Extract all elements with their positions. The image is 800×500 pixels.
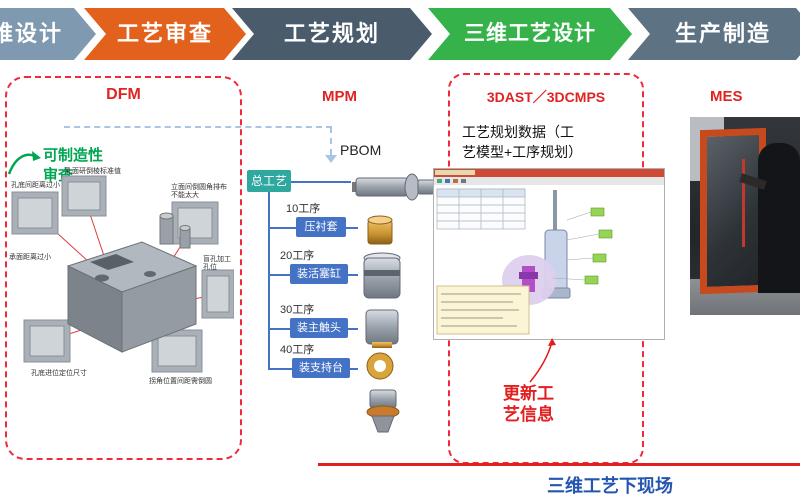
part-assembly-graphic [352, 173, 435, 201]
step-seq-label: 40工序 [280, 344, 315, 356]
manufacturability-note-line1: 可制造性 [43, 147, 104, 164]
step-node: 压衬套 [296, 217, 346, 237]
footer-caption: 三维工艺下现场 [547, 476, 673, 496]
mold-drawing [11, 175, 234, 373]
banner-step-process-review: 工艺审查 [84, 8, 246, 60]
exploded-parts-graphic [352, 173, 435, 433]
cad-screenshot-graphic [433, 168, 665, 340]
step-seq-label: 10工序 [286, 203, 321, 215]
step-part-connector [348, 328, 358, 330]
part-support-graphic [366, 389, 400, 433]
process-tree-branch [268, 274, 290, 276]
banner-step-production: 生产制造 [628, 8, 800, 60]
step-part-connector [346, 227, 358, 229]
dfm-annotation: 乳面研倒棱标准值 [65, 168, 121, 175]
part-ring-graphic [366, 352, 394, 380]
root-part-connector [291, 181, 351, 183]
update-process-info-note: 更新工艺信息 [503, 384, 554, 425]
dfm-annotation: 立面间倒圆角排布不能太大 [171, 184, 227, 200]
process-root-node: 总工艺 [247, 170, 291, 192]
dfm-title: DFM [106, 86, 141, 103]
banner-step-process-planning: 工艺规划 [232, 8, 432, 60]
photo-orange-frame [700, 127, 766, 295]
footer-divider [318, 463, 800, 466]
dfm-annotation: 承面距离过小 [9, 254, 51, 261]
step-node: 装主触头 [290, 318, 348, 338]
process-tree-branch [268, 368, 292, 370]
photo-red-pole [742, 159, 745, 247]
process-tree-trunk [268, 192, 270, 370]
step-part-connector [350, 368, 358, 370]
part-bushing-graphic [367, 215, 393, 245]
step-node: 装支持台 [292, 358, 350, 378]
photo-worker [758, 143, 800, 293]
step-node: 装活塞缸 [290, 264, 348, 284]
pbom-dashed-drop [330, 127, 332, 155]
cad-screenshot [433, 168, 665, 340]
part-contact-graphic [365, 309, 399, 348]
update-info-connector [529, 338, 556, 383]
tds-description: 工艺规划数据（工艺模型+工序规划） [462, 124, 583, 160]
process-tree-branch [268, 328, 290, 330]
process-tree-branch [268, 227, 296, 229]
part-piston-graphic [363, 252, 401, 299]
banner-step-3d-process-design: 三维工艺设计 [428, 8, 632, 60]
workshop-photo [690, 117, 800, 315]
dfm-annotation: 拐角位置间距需倒圆 [149, 378, 212, 385]
mpm-title: MPM [322, 88, 357, 105]
pbom-arrow-icon [325, 155, 337, 163]
step-seq-label: 30工序 [280, 304, 315, 316]
dfm-annotation: 孔底间距离过小 [11, 182, 60, 189]
step-part-connector [348, 274, 358, 276]
step-seq-label: 20工序 [280, 250, 315, 262]
dfm-section: DFM 可制造性 审查 [5, 76, 242, 460]
banner-step-3d-design: 维设计 [0, 8, 96, 60]
tds-title: 3DAST／3DCMPS [486, 89, 606, 105]
pbom-dashed-connector [64, 126, 332, 128]
mes-title: MES [710, 88, 743, 105]
dfm-annotation: 盲孔加工孔位 [203, 256, 231, 272]
pbom-label: PBOM [340, 142, 382, 158]
green-arrow-icon [7, 151, 41, 175]
dfm-annotation: 孔底进位定位尺寸 [31, 370, 87, 377]
